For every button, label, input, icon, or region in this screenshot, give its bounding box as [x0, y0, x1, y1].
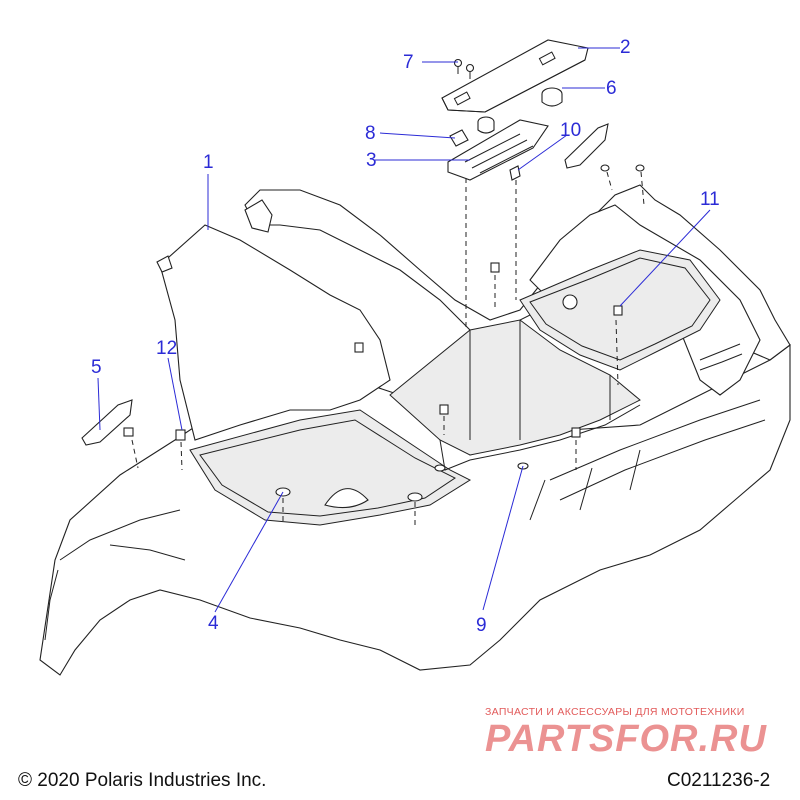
part-6-bumper-small	[477, 116, 495, 134]
callout-6: 6	[606, 78, 617, 99]
callout-7: 7	[403, 52, 414, 73]
copyright-text: © 2020 Polaris Industries Inc.	[18, 770, 267, 791]
alignment-lines	[131, 171, 645, 527]
callout-4: 4	[208, 613, 219, 634]
callout-2: 2	[620, 37, 631, 58]
watermark-tagline: ЗАПЧАСТИ И АКСЕССУАРЫ ДЛЯ МОТОТЕХНИКИ	[485, 706, 745, 718]
watermark-logo: PARTSFOR.RU	[485, 718, 767, 760]
rear-fender-body	[39, 184, 791, 676]
callout-9: 9	[476, 615, 487, 636]
part-6-bumper	[541, 87, 563, 107]
part-8-clip	[449, 129, 469, 147]
callout-8: 8	[365, 123, 376, 144]
drawing-number: C0211236-2	[667, 770, 771, 791]
part-3-ribbed-pad	[447, 119, 549, 181]
part-11-screw	[354, 262, 623, 438]
part-10-retainer	[509, 165, 521, 181]
part-5-latch	[81, 399, 134, 446]
callout-11: 11	[700, 189, 720, 210]
callout-10: 10	[560, 120, 582, 141]
part-12-screw	[175, 429, 186, 441]
watermark: ЗАПЧАСТИ И АКСЕССУАРЫ ДЛЯ МОТОТЕХНИКИ PA…	[485, 706, 785, 761]
part-2-cover-plate	[441, 39, 589, 113]
part-7-screws	[453, 58, 475, 79]
callout-12: 12	[156, 338, 178, 359]
callout-5: 5	[91, 357, 102, 378]
right-latch	[564, 123, 645, 172]
callout-1: 1	[203, 152, 214, 173]
callout-3: 3	[366, 150, 377, 171]
leader-lines	[97, 47, 711, 613]
